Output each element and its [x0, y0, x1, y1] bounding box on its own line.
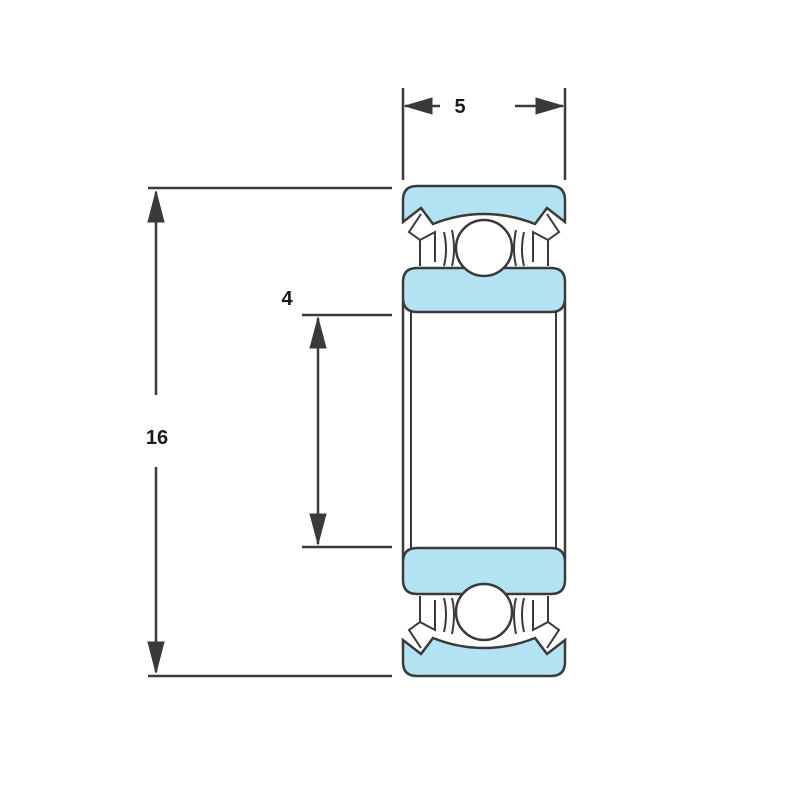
bearing-body [401, 184, 567, 678]
bottom-right-seal [532, 596, 561, 649]
top-inner-ring [401, 266, 567, 314]
top-right-seal [532, 213, 561, 266]
top-ball [454, 218, 514, 278]
bottom-cage [443, 597, 525, 635]
outer-arrowhead-top [147, 190, 165, 223]
inner-arrowhead-bottom [309, 513, 327, 546]
width-arrowhead-right [535, 97, 565, 115]
width-label: 5 [454, 96, 465, 118]
top-left-seal [407, 213, 436, 266]
width-dimension [401, 88, 567, 180]
top-cage [443, 229, 525, 267]
bottom-ball [454, 582, 514, 642]
inner-arrowhead-top [309, 316, 327, 349]
bottom-inner-ring [401, 546, 567, 596]
outer-arrowhead-bottom [147, 641, 165, 674]
outer-diameter-dimension [147, 186, 392, 678]
top-outer-ring [401, 184, 567, 226]
bottom-outer-ring [401, 636, 567, 678]
outer-diameter-label: 16 [146, 427, 168, 449]
inner-diameter-label: 4 [281, 288, 293, 310]
bottom-left-seal [407, 596, 436, 649]
width-arrowhead-left [403, 97, 433, 115]
inner-diameter-dimension [302, 313, 392, 549]
